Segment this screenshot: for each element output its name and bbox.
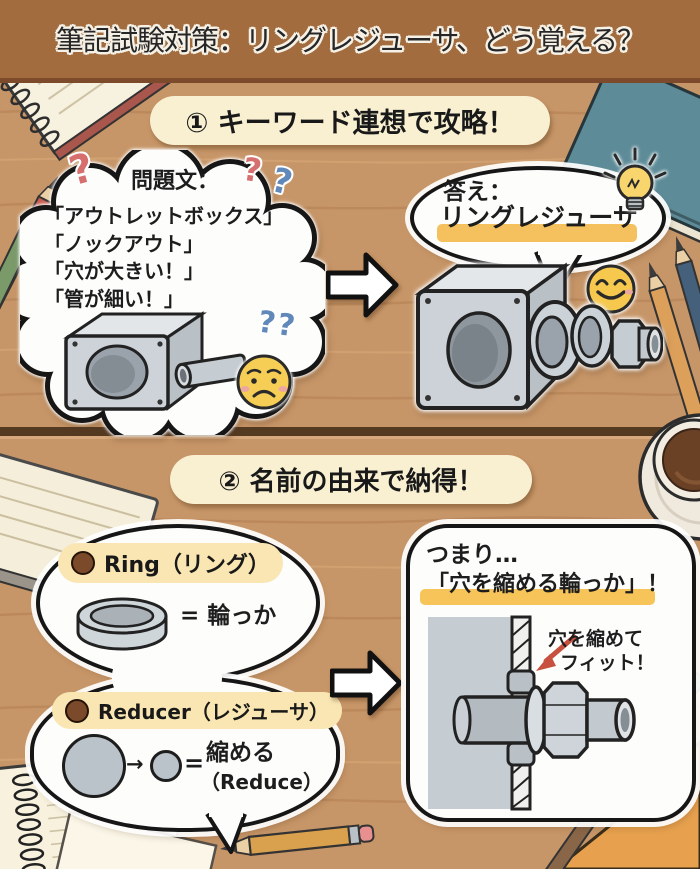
ring-term-label: Ring（リング） — [104, 553, 270, 578]
title-banner: 筆記試験対策：リングレジューサ、どう覚える？ — [0, 0, 700, 83]
bullet-icon — [71, 551, 95, 575]
question-mark-icon: ?? — [255, 304, 300, 345]
navy-pencil — [674, 236, 700, 430]
keyword-item: 「アウトレットボックス」 — [44, 204, 284, 228]
worried-face-icon — [236, 354, 292, 410]
section1-header-label: ① キーワード連想で攻略！ — [185, 108, 515, 139]
answer-highlight — [437, 224, 637, 242]
plank-highlight — [0, 436, 700, 439]
reducer-meaning: 縮める — [206, 740, 275, 766]
reducer-bubble-tail — [205, 812, 247, 854]
desk-plank-divider — [0, 427, 700, 436]
answer-label: 答え： — [443, 179, 512, 205]
conclusion-intro: つまり… — [426, 542, 518, 568]
small-circle-icon — [150, 750, 182, 782]
outlet-box-and-pipe-illustration — [63, 311, 249, 412]
orange-pencil — [648, 262, 700, 484]
section2-header-pill: ② 名前の由来で納得！ — [170, 455, 532, 504]
question-title: 問題文： — [130, 169, 219, 194]
arrow-right-icon — [326, 252, 399, 318]
big-circle-icon — [62, 734, 126, 798]
shrink-arrow-glyph: → — [126, 752, 144, 776]
lightbulb-icon — [603, 147, 667, 211]
question-mark-icon: ? — [240, 149, 265, 191]
section1-header-pill: ① キーワード連想で攻略！ — [150, 96, 550, 145]
keyword-item: 「穴が大きい！」 — [44, 259, 204, 283]
fit-note-line1: 穴を縮めて — [548, 628, 644, 650]
equals-sign: = — [184, 749, 205, 777]
arrow-right-icon — [330, 650, 403, 716]
page-title: 筆記試験対策：リングレジューサ、どう覚える？ — [55, 24, 645, 57]
smiley-face-icon — [586, 264, 636, 314]
ring-meaning: = 輪っか — [180, 603, 277, 629]
ring-reducer-illustration — [414, 262, 663, 411]
answer-value: リングレジューサ — [440, 203, 638, 232]
coffee-cup — [638, 413, 700, 541]
wall-fitting-illustration — [428, 615, 636, 811]
bullet-icon — [65, 698, 89, 723]
section2-header-label: ② 名前の由来で納得！ — [218, 467, 484, 497]
reducer-term-pill: Reducer（レジューサ） — [52, 692, 343, 729]
ring-icon — [76, 597, 168, 651]
keyword-list: 「アウトレットボックス」 「ノックアウト」 「穴が大きい！」 「管が細い！」 — [44, 203, 309, 313]
keyword-item: 「管が細い！」 — [44, 286, 184, 311]
conclusion-headline: 「穴を縮める輪っか」！ — [426, 572, 669, 597]
yellow-pencil — [220, 824, 375, 857]
reducer-meaning-sub: （Reduce） — [200, 770, 323, 794]
keyword-item: 「ノックアウト」 — [44, 231, 204, 256]
reducer-term-label: Reducer（レジューサ） — [98, 700, 330, 724]
ring-term-pill: Ring（リング） — [58, 543, 283, 583]
fit-note-line2: フィット！ — [560, 652, 655, 674]
conclusion-highlight — [420, 589, 655, 605]
